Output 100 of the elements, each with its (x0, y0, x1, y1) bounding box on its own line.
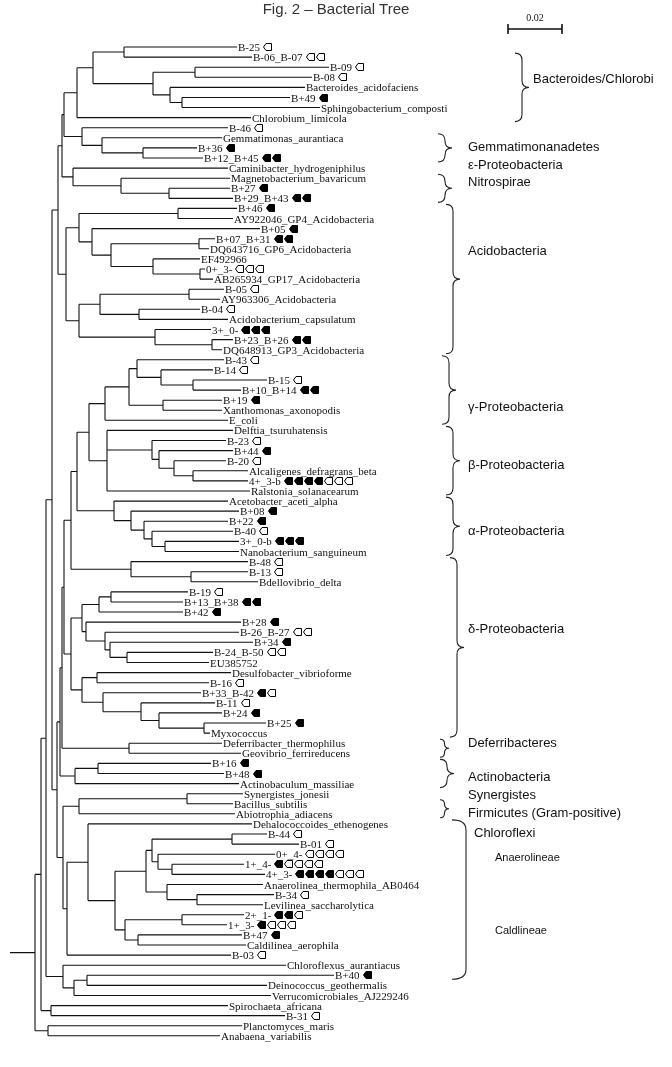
taxon-label: E_coli (229, 415, 258, 426)
taxon-label: Levilinea_saccharolytica (264, 899, 374, 910)
taxon-label: B+33_B-42 (202, 687, 255, 698)
taxon-label: B-26_B-27 (240, 627, 290, 638)
taxon-label: B+44 (234, 445, 259, 456)
taxon-label: B+22 (229, 516, 254, 527)
taxon-label: 0+_3- (206, 264, 233, 274)
taxon-label: B-46 (229, 122, 251, 133)
taxon-label: B+12_B+45 (204, 153, 259, 163)
taxon-label: 0+_4- (276, 849, 303, 860)
clade-label: Synergistes (468, 786, 536, 802)
taxon-label: Anaerolinea_thermophila_AB0464 (264, 879, 420, 890)
taxon-label: B-31 (286, 1010, 308, 1021)
taxon-label: Actinobaculum_massiliae (240, 778, 355, 789)
taxon-label: Bdellovibrio_delta (259, 576, 342, 587)
figure-title: Fig. 2 – Bacterial Tree (262, 0, 410, 17)
taxon-label: B-11 (216, 697, 238, 708)
taxon-label: EU385752 (210, 657, 258, 668)
taxon-label: B+47 (243, 929, 268, 940)
taxon-label: Synergistes_jonesii (244, 788, 330, 799)
taxon-label: 2+_1- (245, 909, 272, 920)
taxon-label: B+42 (184, 607, 209, 617)
clade-label: Gemmatimonanadetes (468, 138, 600, 154)
clade-label: Anaerolineae (495, 850, 560, 864)
taxon-label: B-48 (249, 556, 271, 567)
taxon-label: Desulfobacter_vibrioforme (232, 667, 352, 678)
taxon-label: B-06_B-07 (253, 52, 303, 63)
taxon-label: B+24 (223, 707, 248, 718)
taxon-label: Deinococcus_geothermalis (268, 980, 388, 991)
taxon-label: 3+_0-b (240, 536, 272, 547)
taxon-label: B-03 (232, 950, 254, 961)
taxon-label: B+19 (223, 395, 248, 406)
taxon-label: B-44 (268, 829, 290, 839)
taxon-label: B+05 (261, 223, 286, 234)
taxon-label: 3+_0- (212, 324, 239, 335)
taxon-label: Xanthomonas_axonopodis (223, 405, 341, 416)
taxon-label: AY922046_GP4_Acidobacteria (234, 213, 375, 224)
taxon-label: Caldilinea_aerophila (247, 940, 339, 950)
taxon-label: B-40 (234, 526, 256, 537)
clade-label: Acidobacteria (468, 242, 547, 258)
taxon-label: B+29_B+43 (234, 193, 289, 204)
taxon-label: Myxococcus (211, 728, 268, 739)
taxon-label: B-16 (210, 677, 232, 688)
taxon-label: 1+_4- (245, 859, 272, 870)
taxon-label: Abiotrophia_adiacens (236, 808, 333, 819)
taxon-label: B+46 (238, 203, 263, 214)
taxon-label: Geovibrio_ferrireducens (242, 748, 351, 759)
taxon-label: 1+_3- (228, 919, 255, 930)
clade-label: Firmicutes (Gram-positive) (468, 804, 622, 820)
taxon-label: B-13 (249, 566, 271, 577)
taxon-label: Gemmatimonas_aurantiaca (223, 132, 344, 143)
taxon-label: DQ643716_GP6_Acidobacteria (210, 243, 352, 254)
taxon-label: B-25 (238, 42, 260, 52)
taxon-label: Magnetobacterium_bavaricum (231, 173, 366, 184)
taxon-label: B+34 (254, 637, 279, 648)
taxon-label: B+48 (225, 768, 250, 779)
taxon-label: B-05 (225, 284, 247, 295)
taxon-label: B+28 (242, 617, 267, 628)
taxon-label: B-19 (189, 586, 211, 597)
taxon-label: B+25 (267, 718, 292, 728)
clade-label: α-Proteobacteria (468, 522, 565, 538)
taxon-label: B-01 (300, 839, 322, 850)
taxon-label: Ralstonia_solanacearum (251, 486, 359, 496)
taxon-label: Planctomyces_maris (243, 1020, 335, 1031)
taxon-label: B-09 (330, 62, 352, 73)
clade-label: Chloroflexi (474, 824, 536, 840)
taxon-label: B+08 (240, 506, 265, 517)
taxon-label: B-23 (227, 435, 249, 446)
clade-label: δ-Proteobacteria (468, 620, 565, 636)
taxon-label: B-20 (227, 455, 249, 466)
taxon-label: Delftia_tsuruhatensis (234, 425, 328, 436)
scale-label: 0.02 (526, 12, 544, 23)
taxon-label: B-14 (214, 364, 236, 375)
taxon-label: AY963306_Acidobacteria (221, 294, 337, 305)
taxon-label: B-08 (313, 72, 335, 83)
taxon-label: B+36 (198, 142, 223, 153)
clade-label: Bacteroides/Chlorobi (533, 70, 654, 86)
taxon-label: DQ648913_GP3_Acidobacteria (223, 344, 365, 355)
taxon-label: B-04 (201, 304, 223, 315)
taxon-label: B+13_B+38 (184, 597, 239, 607)
taxon-label: Alcaligenes_defragrans_beta (249, 465, 377, 476)
taxon-label: Acidobacterium_capsulatum (229, 314, 356, 325)
taxon-label: B-15 (268, 375, 290, 385)
taxon-label: Nanobacterium_sanguineum (240, 546, 367, 557)
taxon-label: B-34 (275, 889, 297, 900)
taxon-label: Verrucomicrobiales_AJ229246 (272, 990, 409, 1001)
clade-label: γ-Proteobacteria (468, 398, 564, 414)
taxon-label: Chloroflexus_aurantiacus (287, 960, 401, 971)
taxon-label: Caminibacter_hydrogeniphilus (229, 163, 366, 174)
taxon-label: B+49 (291, 92, 316, 103)
clade-label: Nitrospirae (468, 173, 531, 189)
taxon-label: B+40 (335, 970, 360, 981)
taxon-label: B+07_B+31 (216, 233, 271, 244)
taxon-label: EF492966 (201, 253, 247, 264)
clade-label: β-Proteobacteria (468, 456, 565, 472)
taxon-label: 4+_3- (266, 869, 293, 880)
taxon-label: Deferribacter_thermophilus (223, 738, 346, 749)
taxon-label: AB265934_GP17_Acidobacteria (214, 274, 361, 285)
clade-label: Actinobacteria (468, 768, 551, 784)
taxon-label: B+16 (212, 758, 237, 769)
